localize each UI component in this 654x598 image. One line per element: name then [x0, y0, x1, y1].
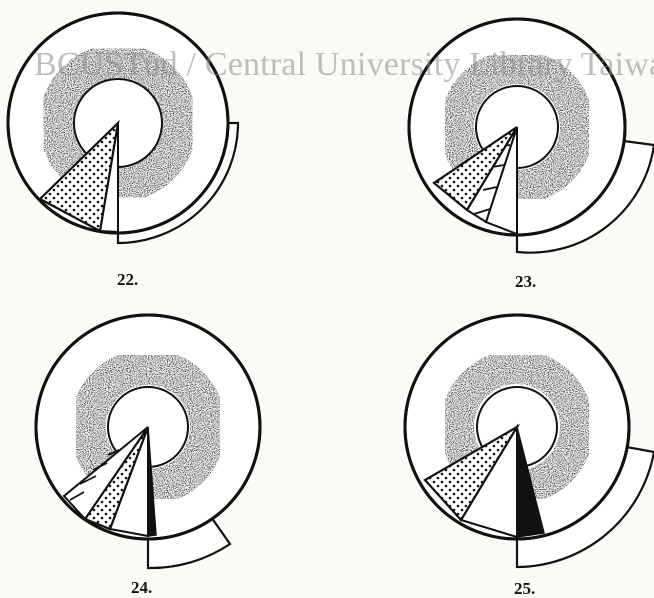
figure-22 [8, 13, 238, 243]
figure-24 [36, 315, 260, 568]
figure-22-label: 22. [117, 271, 138, 288]
figure-23 [409, 19, 654, 253]
figure-25 [405, 315, 654, 567]
figure-24-label: 24. [131, 579, 152, 596]
figure-23-label: 23. [515, 273, 536, 290]
figure-25-label: 25. [514, 580, 535, 597]
